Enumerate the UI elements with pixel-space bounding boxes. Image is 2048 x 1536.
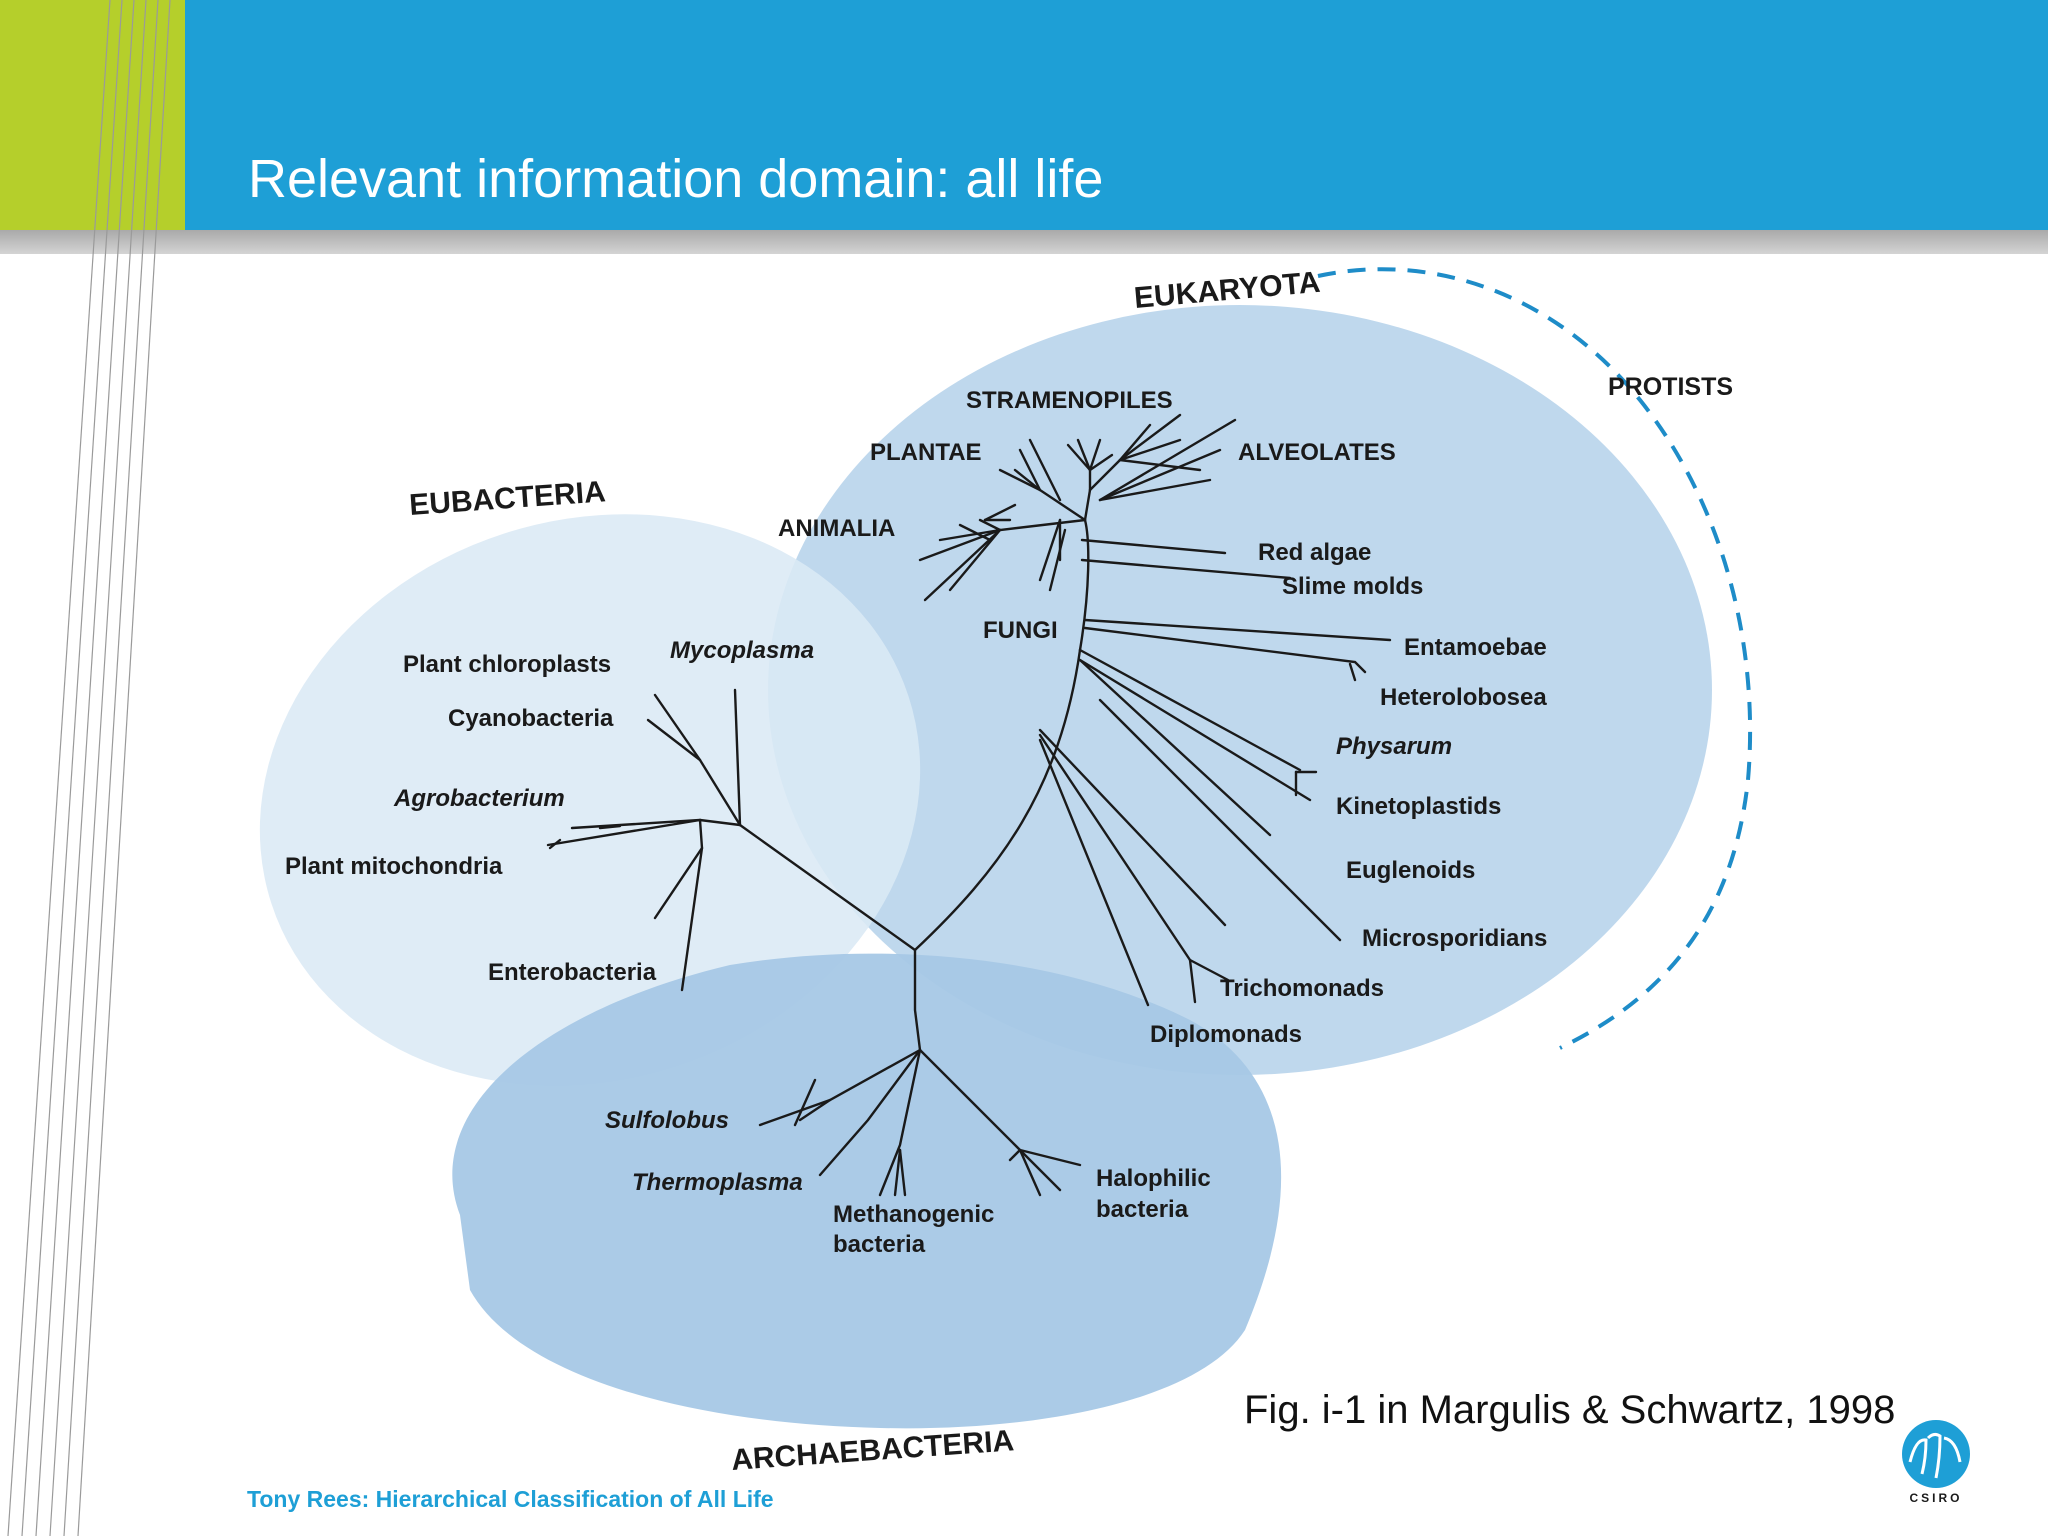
trichomonads-label: Trichomonads: [1220, 975, 1384, 1002]
stramenopiles-label: STRAMENOPILES: [966, 387, 1173, 414]
csiro-logo-text: CSIRO: [1909, 1491, 1962, 1505]
slime-molds-label: Slime molds: [1282, 573, 1423, 600]
enterobacteria-label: Enterobacteria: [488, 959, 657, 986]
footer-credit: Tony Rees: Hierarchical Classification o…: [247, 1486, 774, 1512]
methanogenic-label-line2: bacteria: [833, 1231, 926, 1258]
methanogenic-label-line1: Methanogenic: [833, 1201, 994, 1228]
eukaryota-ellipse: [768, 305, 1712, 1075]
header-shade: [0, 230, 2048, 254]
entamoebae-label: Entamoebae: [1404, 634, 1547, 661]
eubacteria-label: EUBACTERIA: [408, 475, 606, 522]
protists-dashed-arc: [1317, 267, 1753, 1050]
slide-title: Relevant information domain: all life: [248, 149, 1104, 209]
protists-label: PROTISTS: [1608, 373, 1733, 401]
tree-branches: [546, 413, 1392, 1197]
alveolates-label: ALVEOLATES: [1238, 439, 1396, 466]
fungi-label: FUNGI: [983, 617, 1058, 644]
plantae-label: PLANTAE: [870, 439, 982, 466]
accent-block: [0, 0, 185, 230]
halophilic-label-line2: bacteria: [1096, 1196, 1189, 1223]
sulfolobus-label: Sulfolobus: [605, 1107, 729, 1134]
red-algae-label: Red algae: [1258, 539, 1371, 566]
figure-caption: Fig. i-1 in Margulis & Schwartz, 1998: [1244, 1388, 1896, 1432]
euglenoids-label: Euglenoids: [1346, 857, 1475, 884]
microsporidians-label: Microsporidians: [1362, 925, 1547, 952]
archaebacteria-region: [452, 953, 1282, 1429]
heterolobosea-label: Heterolobosea: [1380, 684, 1547, 711]
cyanobacteria-label: Cyanobacteria: [448, 705, 614, 732]
left-stripes: [7, 0, 171, 1536]
animalia-label: ANIMALIA: [778, 515, 895, 542]
thermoplasma-label: Thermoplasma: [632, 1169, 803, 1196]
csiro-logo-icon: CSIRO: [1896, 1418, 1976, 1506]
domain-ellipses: [259, 305, 1712, 1429]
diplomonads-label: Diplomonads: [1150, 1021, 1302, 1048]
mycoplasma-label: Mycoplasma: [670, 637, 814, 664]
eubacteria-ellipse: [259, 514, 921, 1086]
archaebacteria-label: ARCHAEBACTERIA: [730, 1424, 1015, 1477]
halophilic-label-line1: Halophilic: [1096, 1165, 1211, 1192]
kinetoplastids-label: Kinetoplastids: [1336, 793, 1501, 820]
plant-mitochondria-label: Plant mitochondria: [285, 853, 503, 880]
agrobacterium-label: Agrobacterium: [393, 785, 565, 812]
plant-chloroplasts-label: Plant chloroplasts: [403, 651, 611, 678]
csiro-logo-graphic: CSIRO: [1902, 1420, 1970, 1505]
header-band: [0, 0, 2048, 230]
physarum-label: Physarum: [1336, 733, 1452, 760]
